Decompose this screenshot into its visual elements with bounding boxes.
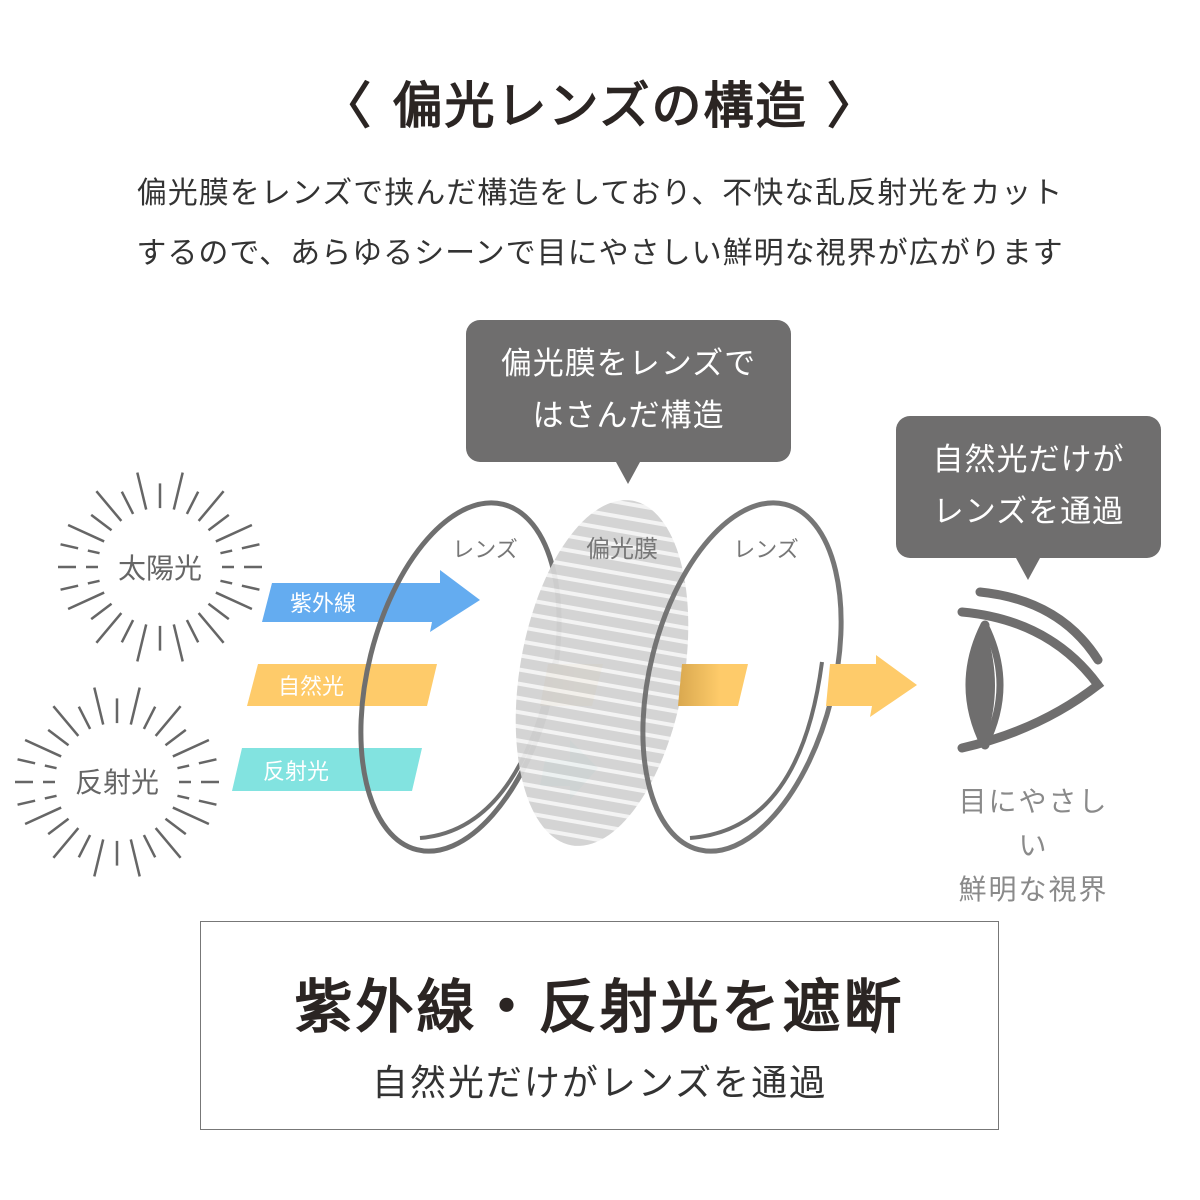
eye-callout-line-2: レンズを通過: [932, 494, 1125, 530]
result-text: 目にやさしい 鮮明な視界: [946, 780, 1121, 912]
ray: [220, 579, 233, 585]
ray: [120, 619, 135, 643]
description-line-2: するので、あらゆるシーンで目にやさしい鮮明な視界が広がります: [136, 236, 1064, 271]
ray: [52, 827, 80, 859]
ray: [198, 799, 217, 806]
uv-arrow: [262, 570, 480, 632]
ray: [95, 612, 123, 644]
summary-subheading: 自然光だけがレンズを通過: [371, 1063, 828, 1104]
ray: [177, 794, 190, 800]
ray: [220, 549, 233, 555]
ray: [215, 591, 253, 611]
ray: [197, 490, 225, 522]
reflected-band: [232, 748, 422, 791]
ray: [120, 491, 135, 515]
ray: [129, 839, 141, 877]
ray: [93, 839, 105, 877]
ray: [164, 728, 187, 747]
reflection-rays-icon: [15, 687, 219, 877]
ray: [207, 602, 230, 621]
film-label: 偏光膜: [586, 535, 658, 563]
source-sun-label: 太陽光: [118, 552, 202, 585]
ray: [185, 619, 200, 643]
film-callout-line-1: 偏光膜をレンズで: [500, 346, 757, 382]
natural-exit-arrow: [826, 655, 917, 717]
ray: [47, 817, 70, 836]
film-callout: 偏光膜をレンズで はさんだ構造: [466, 320, 791, 484]
ray: [136, 624, 148, 662]
ray: [197, 612, 225, 644]
ray: [142, 834, 157, 858]
ray: [241, 584, 260, 591]
source-reflection-label: 反射光: [75, 766, 159, 799]
film-callout-line-2: はさんだ構造: [532, 398, 725, 434]
ray: [164, 817, 187, 836]
ray: [87, 579, 100, 585]
ray: [154, 705, 182, 737]
back-lens-label: レンズ: [733, 538, 799, 563]
ray: [172, 738, 210, 758]
ray: [154, 827, 182, 859]
ray: [77, 834, 92, 858]
ray: [207, 513, 230, 532]
ray: [136, 472, 148, 510]
ray: [44, 764, 57, 770]
ray: [172, 624, 184, 662]
ray: [177, 764, 190, 770]
summary-heading: 紫外線・反射光を遮断: [294, 973, 905, 1041]
natural-band: [247, 664, 437, 706]
ray: [93, 687, 105, 725]
ray: [60, 543, 79, 550]
ray: [142, 706, 157, 730]
ray: [17, 758, 36, 765]
eye-callout: 自然光だけが レンズを通過: [896, 416, 1161, 580]
ray: [215, 523, 253, 543]
ray: [172, 472, 184, 510]
ray: [24, 738, 62, 758]
ray: [67, 591, 105, 611]
sun-rays-icon: [58, 472, 262, 662]
ray: [24, 806, 62, 826]
reflected-label: 反射光: [263, 760, 329, 785]
description-line-1: 偏光膜をレンズで挟んだ構造をしており、不快な乱反射光をカット: [136, 176, 1064, 211]
ray: [60, 584, 79, 591]
ray: [185, 491, 200, 515]
ray: [95, 490, 123, 522]
uv-label: 紫外線: [290, 592, 356, 617]
ray: [17, 799, 36, 806]
ray: [90, 602, 113, 621]
ray: [44, 794, 57, 800]
ray: [172, 806, 210, 826]
eye-callout-line-1: 自然光だけが: [932, 442, 1125, 478]
eye-icon: [957, 587, 1105, 753]
ray: [87, 549, 100, 555]
ray: [198, 758, 217, 765]
ray: [52, 705, 80, 737]
ray: [129, 687, 141, 725]
natural-label: 自然光: [278, 675, 344, 700]
summary-box: 紫外線・反射光を遮断 自然光だけがレンズを通過: [200, 921, 999, 1130]
ray: [90, 513, 113, 532]
ray: [77, 706, 92, 730]
ray: [47, 728, 70, 747]
ray: [241, 543, 260, 550]
result-line-1: 目にやさしい: [958, 785, 1109, 862]
ray: [67, 523, 105, 543]
page-title: 〈 偏光レンズの構造 〉: [321, 77, 879, 135]
front-lens-label: レンズ: [452, 538, 518, 563]
result-line-2: 鮮明な視界: [958, 873, 1109, 906]
